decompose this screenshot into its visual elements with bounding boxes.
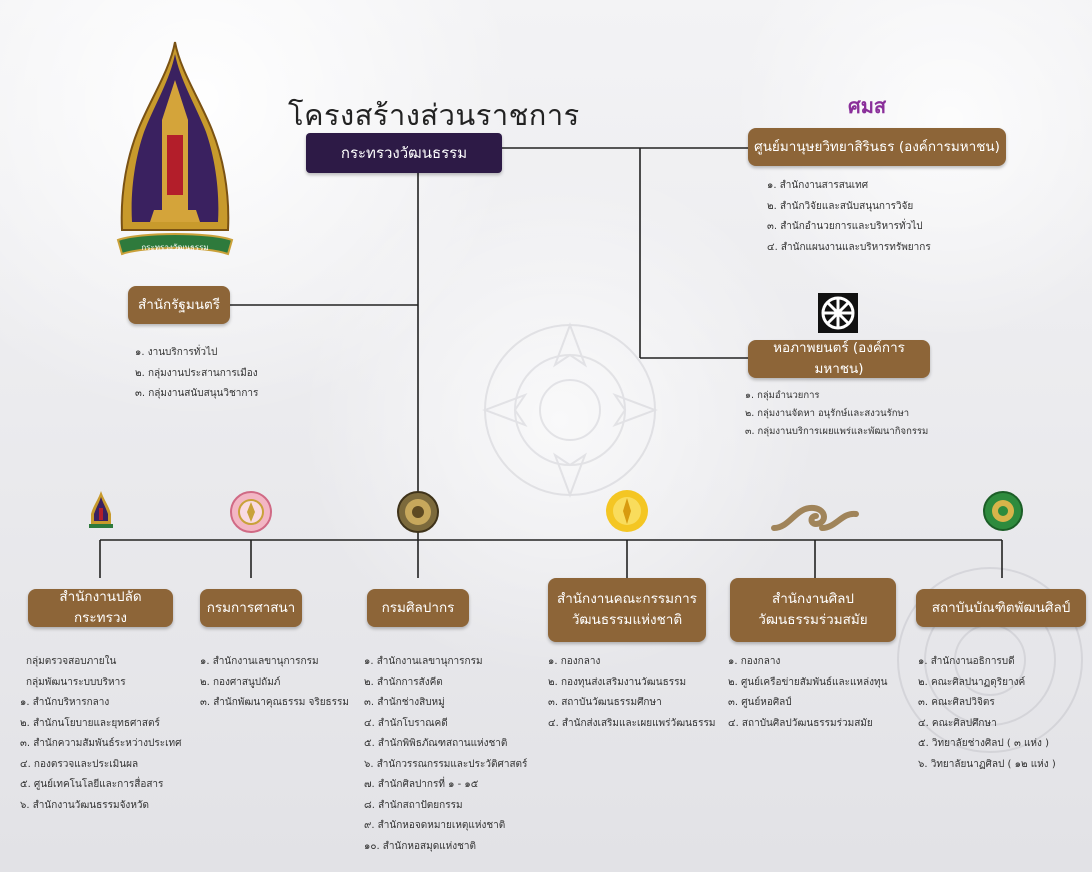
ministry-emblem-icon [89, 491, 113, 528]
list-item: ๒. กลุ่มงานจัดหา อนุรักษ์และสงวนรักษา [745, 408, 910, 419]
sirindhorn-center-box: ศูนย์มานุษยวิทยาสิรินธร (องค์การมหาชน) [748, 128, 1006, 166]
permanent-secretary-office-box: สำนักงานปลัดกระทรวง [28, 589, 173, 627]
religious-affairs-list: ๑. สำนักงานเลขานุการกรม ๒. กองศาสนูปถัมภ… [200, 652, 349, 714]
list-item: ๑. กองกลาง [728, 656, 781, 667]
list-item: ๒. กลุ่มงานประสานการเมือง [135, 367, 258, 379]
list-item: ๙. สำนักหอจดหมายเหตุแห่งชาติ [364, 820, 506, 831]
sirindhorn-center-logo-icon: ศมส [848, 94, 887, 118]
list-item: ๘. สำนักสถาปัตยกรรม [364, 799, 463, 811]
list-item: ๒. กองศาสนูปถัมภ์ [200, 676, 281, 688]
culture-council-emblem-icon [606, 490, 648, 532]
list-item: ๑. สำนักงานสารสนเทศ [767, 180, 869, 191]
minister-office-box: สำนักรัฐมนตรี [128, 286, 230, 324]
list-item: ๕. สำนักพิพิธภัณฑสถานแห่งชาติ [364, 738, 508, 749]
contemporary-art-office-box: สำนักงานศิลปวัฒนธรรมร่วมสมัย [730, 578, 896, 642]
ministry-box: กระทรวงวัฒนธรรม [306, 133, 502, 173]
list-item: ๑. กลุ่มอำนวยการ [745, 390, 820, 401]
list-item: ๓. สำนักความสัมพันธ์ระหว่างประเทศ [20, 738, 182, 749]
list-item: ๓. สำนักช่างสิบหมู่ [364, 697, 445, 708]
list-item: ๒. ศูนย์เครือข่ายสัมพันธ์และแหล่งทุน [728, 676, 888, 688]
list-item: ๓. ศูนย์หอศิลป์ [728, 697, 792, 708]
religious-affairs-dept-box: กรมการศาสนา [200, 589, 302, 627]
religion-dept-emblem-icon [230, 491, 272, 533]
list-item: ๒. กองทุนส่งเสริมงานวัฒนธรรม [548, 676, 687, 688]
fine-arts-dept-box: กรมศิลปากร [367, 589, 469, 627]
contemporary-art-wave-icon [771, 504, 859, 531]
list-item: ๔. คณะศิลปศึกษา [918, 717, 997, 729]
minister-office-list: ๑. งานบริการทั่วไป ๒. กลุ่มงานประสานการเ… [135, 343, 258, 405]
list-item: ๓. สำนักอำนวยการและบริหารทั่วไป [767, 221, 923, 232]
list-item: ๑. สำนักงานอธิการบดี [918, 656, 1015, 667]
film-reel-icon [818, 293, 858, 333]
list-item: ๓. คณะศิลปวิจิตร [918, 697, 995, 708]
list-item: ๒. สำนักการสังคีต [364, 676, 443, 688]
permanent-secretary-list: กลุ่มตรวจสอบภายใน กลุ่มพัฒนาระบบบริหาร ๑… [20, 652, 181, 816]
watermark-mandala-icon [482, 322, 658, 498]
page-title: โครงสร้างส่วนราชการ [288, 98, 580, 132]
list-item: ๓. กลุ่มงานบริการเผยแพร่และพัฒนากิจกรรม [745, 426, 929, 437]
contemporary-art-list: ๑. กองกลาง ๒. ศูนย์เครือข่ายสัมพันธ์และแ… [728, 652, 887, 734]
sirindhorn-center-list: ๑. สำนักงานสารสนเทศ ๒. สำนักวิจัยและสนับ… [767, 176, 931, 258]
bunditpatanasilpa-institute-box: สถาบันบัณฑิตพัฒนศิลป์ [916, 589, 1086, 627]
list-item: ๔. กองตรวจและประเมินผล [20, 758, 139, 770]
national-culture-commission-box: สำนักงานคณะกรรมการวัฒนธรรมแห่งชาติ [548, 578, 706, 642]
list-item: ๓. สำนักพัฒนาคุณธรรม จริยธรรม [200, 697, 349, 708]
list-item: ๕. ศูนย์เทคโนโลยีและการสื่อสาร [20, 779, 164, 790]
list-item: ๑. สำนักงานเลขานุการกรม [364, 656, 483, 667]
fine-arts-emblem-icon [397, 491, 439, 533]
list-item: กลุ่มตรวจสอบภายใน [26, 656, 117, 667]
list-item: ๒. สำนักวิจัยและสนับสนุนการวิจัย [767, 200, 914, 212]
list-item: ๔. สำนักแผนงานและบริหารทรัพยากร [767, 241, 931, 253]
list-item: ๑. สำนักงานเลขานุการกรม [200, 656, 319, 667]
list-item: ๖. สำนักวรรณกรรมและประวัติศาสตร์ [364, 758, 528, 770]
film-archive-list: ๑. กลุ่มอำนวยการ ๒. กลุ่มงานจัดหา อนุรัก… [745, 387, 928, 441]
list-item: ๔. สถาบันศิลปวัฒนธรรมร่วมสมัย [728, 717, 873, 729]
list-item: ๓. สถาบันวัฒนธรรมศึกษา [548, 697, 662, 708]
svg-text:กระทรวงวัฒนธรรม: กระทรวงวัฒนธรรม [141, 243, 208, 252]
list-item: ๖. วิทยาลัยนาฏศิลป ( ๑๒ แห่ง ) [918, 758, 1056, 770]
list-item: ๖. สำนักงานวัฒนธรรมจังหวัด [20, 799, 150, 811]
list-item: ๗. สำนักศิลปากรที่ ๑ - ๑๕ [364, 779, 479, 790]
list-item: ๔. สำนักโบราณคดี [364, 717, 448, 729]
ministry-emblem-icon: กระทรวงวัฒนธรรม [116, 41, 234, 256]
list-item: ๔. สำนักส่งเสริมและเผยแพร่วัฒนธรรม [548, 717, 716, 729]
list-item: ๕. วิทยาลัยช่างศิลป ( ๓ แห่ง ) [918, 738, 1049, 749]
list-item: ๑. งานบริการทั่วไป [135, 347, 218, 358]
bunditpatanasilpa-list: ๑. สำนักงานอธิการบดี ๒. คณะศิลปนาฏดุริยา… [918, 652, 1056, 775]
national-culture-commission-list: ๑. กองกลาง ๒. กองทุนส่งเสริมงานวัฒนธรรม … [548, 652, 715, 734]
list-item: กลุ่มพัฒนาระบบบริหาร [26, 676, 126, 688]
list-item: ๓. กลุ่มงานสนับสนุนวิชาการ [135, 388, 259, 399]
list-item: ๑. สำนักบริหารกลาง [20, 697, 110, 708]
list-item: ๑. กองกลาง [548, 656, 601, 667]
list-item: ๑๐. สำนักหอสมุดแห่งชาติ [364, 840, 477, 852]
fine-arts-list: ๑. สำนักงานเลขานุการกรม ๒. สำนักการสังคี… [364, 652, 527, 857]
list-item: ๒. คณะศิลปนาฏดุริยางค์ [918, 676, 1026, 688]
bunditpatanasilpa-emblem-icon [983, 491, 1023, 531]
film-archive-box: หอภาพยนตร์ (องค์การมหาชน) [748, 340, 930, 378]
list-item: ๒. สำนักนโยบายและยุทธศาสตร์ [20, 717, 160, 729]
